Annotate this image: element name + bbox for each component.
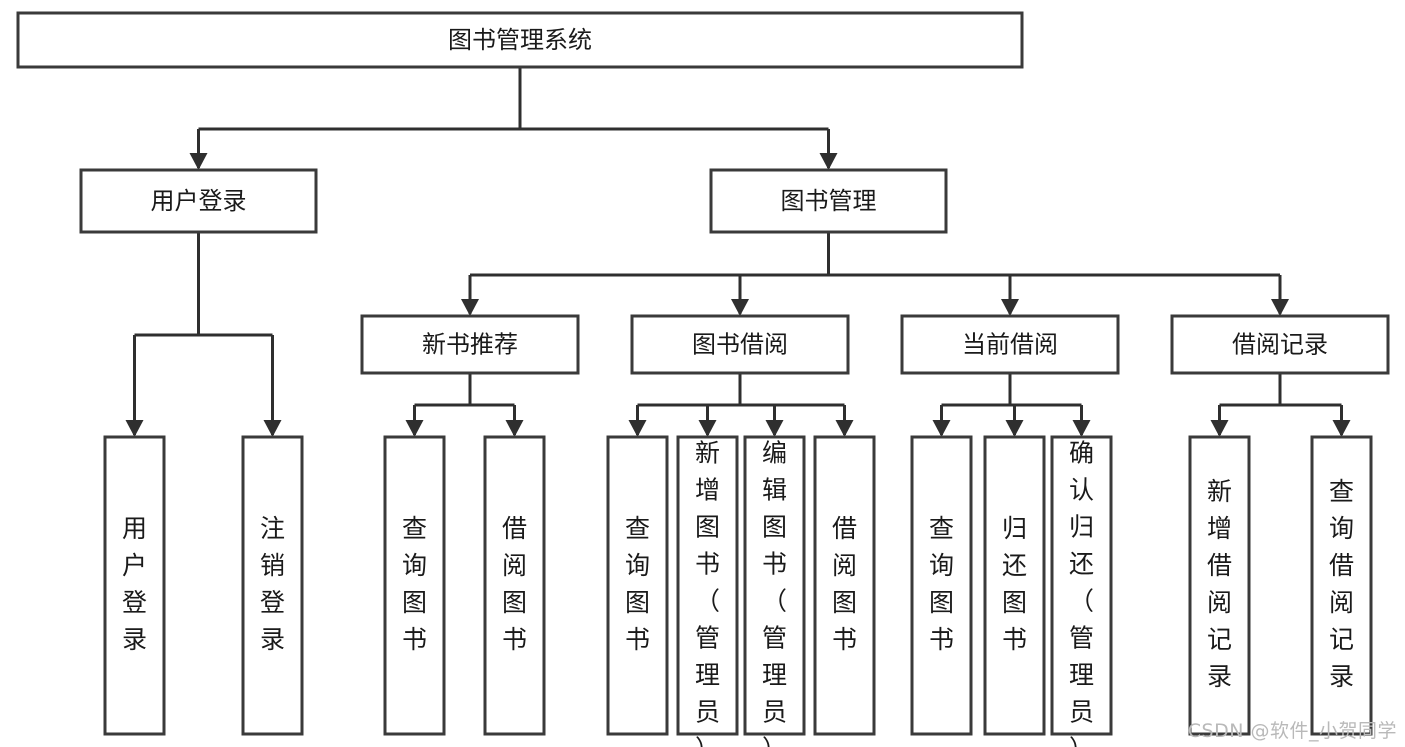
node-root-label: 图书管理系统 bbox=[448, 26, 592, 54]
node-new-book-recommend-box bbox=[360, 314, 580, 375]
node-leaf-query-book-current-box bbox=[910, 435, 973, 736]
borrow-record-to-leaves-arrowhead-0 bbox=[1210, 420, 1229, 437]
node-leaf-query-book-current[interactable]: 查询图书 bbox=[910, 435, 973, 736]
node-borrow-record-box bbox=[1170, 314, 1390, 375]
current-borrow-to-leaves-arrowhead-2 bbox=[1072, 420, 1091, 437]
node-leaf-query-book-rec-box bbox=[383, 435, 446, 736]
node-leaf-edit-book-admin-box bbox=[743, 435, 806, 736]
node-leaf-return-book-box bbox=[983, 435, 1046, 736]
node-leaf-query-book-borrow-label: 查询图书 bbox=[625, 514, 650, 654]
node-current-borrow-label: 当前借阅 bbox=[962, 331, 1058, 359]
user-login-to-leaves-arrowhead-1 bbox=[263, 420, 282, 437]
node-leaf-edit-book-admin-label: 编辑图书（管理员） bbox=[762, 439, 787, 747]
bookmgmt-to-level3-arrowhead-2 bbox=[1001, 299, 1019, 316]
node-leaf-return-book-label: 归还图书 bbox=[1002, 514, 1027, 654]
nodes-group: 图书管理系统用户登录图书管理新书推荐图书借阅当前借阅借阅记录用户登录注销登录查询… bbox=[16, 11, 1390, 747]
node-new-book-recommend[interactable]: 新书推荐 bbox=[360, 314, 580, 375]
new-book-recommend-to-leaves-arrowhead-1 bbox=[505, 420, 524, 437]
node-leaf-query-book-current-label: 查询图书 bbox=[929, 514, 954, 654]
node-leaf-borrow-book-rec[interactable]: 借阅图书 bbox=[483, 435, 546, 736]
root-to-level2-arrowhead-0 bbox=[189, 153, 208, 170]
node-leaf-borrow-book-rec-label: 借阅图书 bbox=[502, 514, 527, 654]
node-borrow-record-label: 借阅记录 bbox=[1232, 331, 1328, 359]
node-current-borrow[interactable]: 当前借阅 bbox=[900, 314, 1120, 375]
user-login-to-leaves-arrowhead-0 bbox=[125, 420, 144, 437]
node-user-login[interactable]: 用户登录 bbox=[79, 168, 318, 234]
current-borrow-to-leaves-arrowhead-1 bbox=[1005, 420, 1024, 437]
node-leaf-confirm-return-admin-label: 确认归还（管理员） bbox=[1069, 439, 1094, 747]
root-to-level2-arrowhead-1 bbox=[819, 153, 838, 170]
node-root-box bbox=[16, 11, 1024, 69]
node-leaf-return-book[interactable]: 归还图书 bbox=[983, 435, 1046, 736]
new-book-recommend-to-leaves-arrowhead-0 bbox=[405, 420, 424, 437]
connector-edges-group bbox=[125, 67, 1351, 437]
node-leaf-borrow-book-box bbox=[813, 435, 876, 736]
node-book-borrow-box bbox=[630, 314, 850, 375]
node-leaf-add-book-admin-label: 新增图书（管理员） bbox=[695, 439, 720, 747]
node-leaf-user-login-label: 用户登录 bbox=[122, 514, 147, 654]
node-leaf-user-logout[interactable]: 注销登录 bbox=[241, 435, 304, 736]
book-borrow-to-leaves-arrowhead-1 bbox=[698, 420, 717, 437]
node-current-borrow-box bbox=[900, 314, 1120, 375]
book-borrow-to-leaves-arrowhead-0 bbox=[628, 420, 647, 437]
book-borrow-to-leaves-arrowhead-3 bbox=[835, 420, 854, 437]
node-leaf-user-logout-label: 注销登录 bbox=[260, 514, 285, 654]
node-leaf-borrow-book[interactable]: 借阅图书 bbox=[813, 435, 876, 736]
node-leaf-query-book-borrow-box bbox=[606, 435, 669, 736]
book-borrow-to-leaves-arrowhead-2 bbox=[765, 420, 784, 437]
bookmgmt-to-level3-arrowhead-0 bbox=[461, 299, 479, 316]
node-leaf-add-book-admin[interactable]: 新增图书（管理员） bbox=[676, 435, 739, 747]
node-leaf-query-book-rec-label: 查询图书 bbox=[402, 514, 427, 654]
node-leaf-confirm-return-admin[interactable]: 确认归还（管理员） bbox=[1050, 435, 1113, 747]
node-leaf-add-book-admin-box bbox=[676, 435, 739, 736]
node-root[interactable]: 图书管理系统 bbox=[16, 11, 1024, 69]
node-leaf-query-borrow-record-label: 查询借阅记录 bbox=[1329, 477, 1354, 691]
node-new-book-recommend-label: 新书推荐 bbox=[422, 331, 518, 359]
node-leaf-confirm-return-admin-box bbox=[1050, 435, 1113, 736]
node-book-management[interactable]: 图书管理 bbox=[709, 168, 948, 234]
current-borrow-to-leaves-arrowhead-0 bbox=[932, 420, 951, 437]
node-leaf-borrow-book-label: 借阅图书 bbox=[832, 514, 857, 654]
node-leaf-add-borrow-record-box bbox=[1188, 435, 1251, 736]
node-leaf-borrow-book-rec-box bbox=[483, 435, 546, 736]
node-user-login-box bbox=[79, 168, 318, 234]
node-book-management-box bbox=[709, 168, 948, 234]
node-leaf-user-logout-box bbox=[241, 435, 304, 736]
node-leaf-user-login-box bbox=[103, 435, 166, 736]
node-borrow-record[interactable]: 借阅记录 bbox=[1170, 314, 1390, 375]
node-leaf-query-borrow-record[interactable]: 查询借阅记录 bbox=[1310, 435, 1373, 736]
node-leaf-add-borrow-record-label: 新增借阅记录 bbox=[1207, 477, 1232, 691]
borrow-record-to-leaves-arrowhead-1 bbox=[1332, 420, 1351, 437]
node-book-borrow-label: 图书借阅 bbox=[692, 331, 788, 359]
node-leaf-query-borrow-record-box bbox=[1310, 435, 1373, 736]
bookmgmt-to-level3-arrowhead-1 bbox=[731, 299, 749, 316]
node-book-management-label: 图书管理 bbox=[781, 187, 877, 215]
node-leaf-query-book-borrow[interactable]: 查询图书 bbox=[606, 435, 669, 736]
bookmgmt-to-level3-arrowhead-3 bbox=[1271, 299, 1289, 316]
node-leaf-query-book-rec[interactable]: 查询图书 bbox=[383, 435, 446, 736]
node-leaf-add-borrow-record[interactable]: 新增借阅记录 bbox=[1188, 435, 1251, 736]
node-user-login-label: 用户登录 bbox=[151, 187, 247, 215]
node-book-borrow[interactable]: 图书借阅 bbox=[630, 314, 850, 375]
node-leaf-edit-book-admin[interactable]: 编辑图书（管理员） bbox=[743, 435, 806, 747]
node-leaf-user-login[interactable]: 用户登录 bbox=[103, 435, 166, 736]
